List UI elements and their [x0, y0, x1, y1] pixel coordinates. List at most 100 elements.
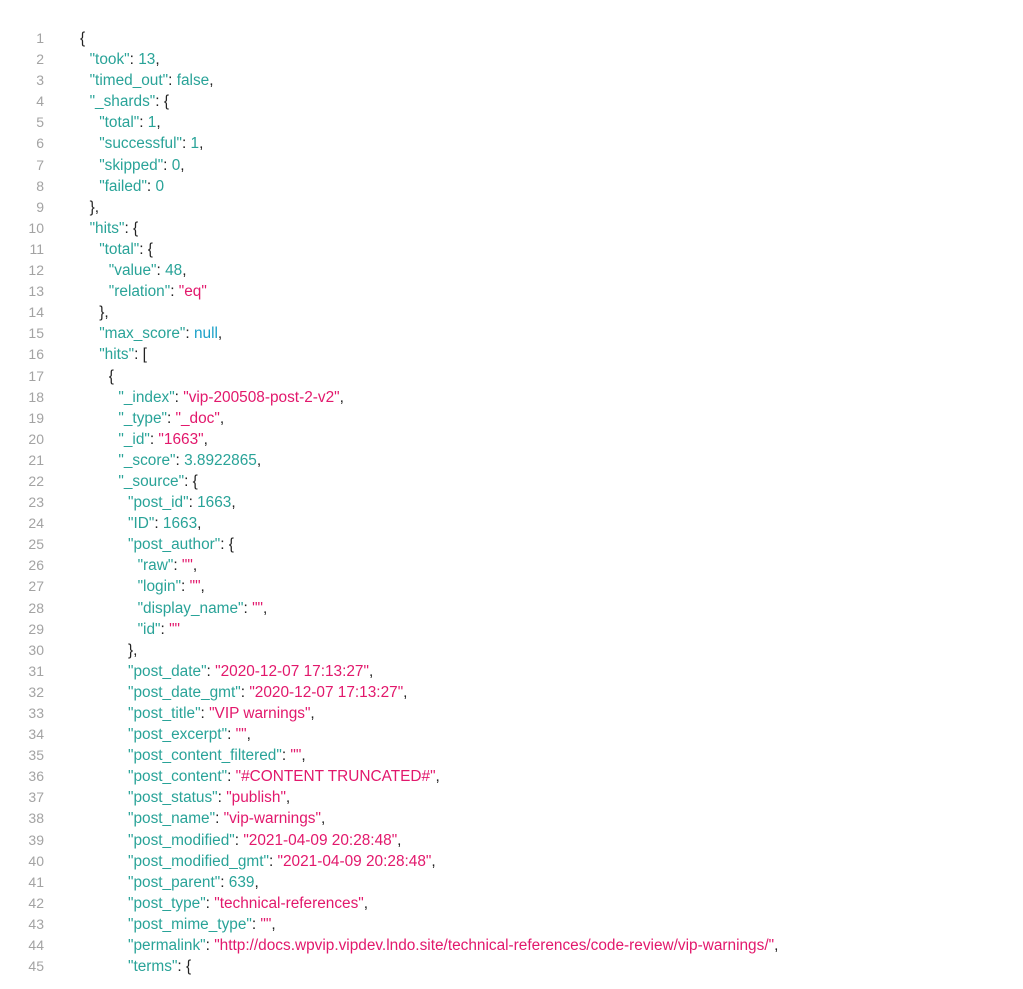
json-key: "login" — [137, 578, 182, 596]
json-key: "post_content" — [128, 768, 228, 786]
line-number: 35 — [28, 747, 44, 764]
line-content: "_source": { — [80, 471, 197, 492]
line-number: 14 — [28, 304, 44, 321]
line-content: "post_title": "VIP warnings", — [80, 703, 315, 724]
json-key: "id" — [137, 620, 161, 638]
json-punctuation: : — [168, 72, 177, 90]
code-line: 19"_type": "_doc", — [0, 408, 1023, 429]
json-punctuation: : { — [124, 219, 139, 237]
json-key: "took" — [89, 51, 130, 69]
line-content: "post_date": "2020-12-07 17:13:27", — [80, 661, 373, 682]
line-number: 33 — [28, 705, 44, 721]
json-punctuation: }, — [99, 304, 109, 322]
json-punctuation: : — [243, 599, 253, 617]
line-content: "post_type": "technical-references", — [80, 893, 368, 914]
line-number: 34 — [28, 726, 44, 743]
line-content: "post_mime_type": "", — [80, 914, 276, 935]
json-punctuation: : — [234, 831, 244, 849]
line-number: 1 — [36, 30, 44, 46]
code-line: 36"post_content": "#CONTENT TRUNCATED#", — [0, 766, 1023, 787]
line-content: "_type": "_doc", — [80, 408, 224, 429]
json-punctuation: : — [154, 515, 163, 533]
json-string-value: "" — [290, 747, 302, 765]
line-number: 23 — [28, 494, 44, 511]
json-punctuation: : — [217, 789, 227, 807]
json-number-value: 1 — [190, 135, 200, 153]
json-punctuation: : — [146, 177, 156, 195]
json-number-value: 0 — [171, 156, 181, 174]
json-punctuation: : [ — [134, 346, 147, 364]
json-string-value: "vip-warnings" — [223, 810, 321, 828]
json-punctuation: , — [301, 747, 306, 765]
code-line: 11"total": { — [0, 239, 1023, 260]
code-line: 18"_index": "vip-200508-post-2-v2", — [0, 387, 1023, 408]
json-punctuation: , — [182, 262, 187, 280]
line-content: "post_date_gmt": "2020-12-07 17:13:27", — [80, 682, 407, 703]
line-number: 28 — [28, 599, 44, 616]
line-content: "post_content": "#CONTENT TRUNCATED#", — [80, 766, 440, 787]
line-number: 45 — [28, 958, 44, 975]
line-content: "total": 1, — [80, 112, 160, 133]
json-key: "timed_out" — [89, 72, 169, 90]
json-key: "_type" — [118, 409, 167, 427]
code-line: 27 "login": "", — [0, 576, 1023, 597]
line-content: "post_author": { — [80, 534, 234, 555]
code-line: 38"post_name": "vip-warnings", — [0, 808, 1023, 829]
line-content: "post_id": 1663, — [80, 492, 236, 513]
json-punctuation: , — [774, 937, 779, 955]
json-key: "post_mime_type" — [128, 915, 252, 933]
line-number: 13 — [28, 283, 44, 300]
line-content: }, — [80, 197, 99, 218]
line-content: "post_parent": 639, — [80, 872, 259, 893]
line-number: 30 — [28, 641, 44, 658]
json-number-value: 1 — [147, 114, 157, 132]
json-code-view[interactable]: 1{2"took": 13,3"timed_out": false,4"_sha… — [0, 28, 1023, 977]
json-string-value: "_doc" — [175, 409, 220, 427]
json-string-value: "publish" — [226, 789, 286, 807]
json-string-value: "" — [189, 578, 201, 596]
json-string-value: "1663" — [158, 430, 204, 448]
json-key: "total" — [99, 114, 140, 132]
json-punctuation: , — [219, 409, 225, 427]
line-number: 27 — [28, 578, 44, 595]
line-number: 7 — [36, 156, 44, 173]
line-number: 17 — [28, 367, 44, 384]
json-key: "post_excerpt" — [128, 726, 228, 744]
json-punctuation: : — [173, 557, 182, 575]
json-key: "relation" — [108, 283, 171, 301]
code-line: 5"total": 1, — [0, 112, 1023, 133]
json-key: "post_content_filtered" — [128, 747, 282, 765]
line-number: 38 — [28, 810, 44, 827]
json-punctuation: , — [397, 831, 402, 849]
line-content: "login": "", — [80, 576, 205, 597]
json-key: "_index" — [118, 388, 175, 406]
code-line: 10"hits": { — [0, 218, 1023, 239]
line-number: 6 — [36, 135, 44, 152]
json-punctuation: : — [227, 768, 236, 786]
line-content: "_score": 3.8922865, — [80, 450, 261, 471]
json-key: "hits" — [99, 346, 135, 364]
json-string-value: "eq" — [178, 283, 207, 301]
line-number: 37 — [28, 789, 44, 806]
json-punctuation: , — [256, 451, 262, 469]
json-key: "skipped" — [99, 156, 164, 174]
json-punctuation: , — [203, 430, 208, 448]
json-punctuation: : — [206, 662, 216, 680]
line-content: "ID": 1663, — [80, 513, 201, 534]
code-line: 16"hits": [ — [0, 344, 1023, 365]
json-punctuation: , — [155, 51, 160, 69]
code-line: 20"_id": "1663", — [0, 429, 1023, 450]
code-line: 1{ — [0, 28, 1023, 49]
json-key: "_source" — [118, 472, 185, 490]
json-punctuation: , — [285, 789, 291, 807]
json-key: "post_modified_gmt" — [128, 852, 269, 870]
json-string-value: "2021-04-09 20:28:48" — [277, 852, 432, 870]
line-number: 18 — [28, 388, 44, 405]
code-line: 41"post_parent": 639, — [0, 872, 1023, 893]
json-punctuation: , — [263, 599, 268, 617]
json-key: "_id" — [118, 430, 150, 448]
json-string-value: "VIP warnings" — [209, 705, 311, 722]
json-number-value: 639 — [228, 873, 255, 891]
line-number: 12 — [28, 262, 44, 279]
code-line: 13"relation": "eq" — [0, 281, 1023, 302]
